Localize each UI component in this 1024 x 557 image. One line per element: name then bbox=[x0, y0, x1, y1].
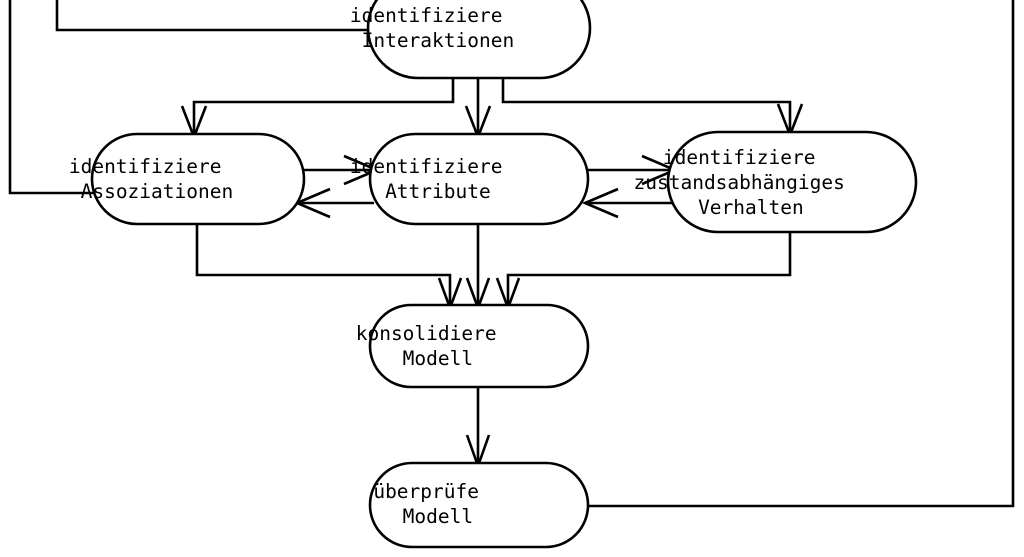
node-identifiziere-assoziationen[interactable]: identifiziere Assoziationen bbox=[69, 132, 327, 226]
node-label-assoziationen: identifiziere Assoziationen bbox=[69, 155, 327, 203]
edge-assoziationen-to-konsolidiere bbox=[195, 224, 452, 305]
node-label-line-1: identifiziere bbox=[350, 4, 503, 27]
node-shape-verhalten bbox=[666, 130, 918, 234]
node-label-line-1: identifiziere bbox=[69, 155, 222, 178]
node-label-ueberpruefe: überprüfe Modell bbox=[373, 480, 584, 528]
node-label-verhalten: identifiziere zustandsabhängiges Verhalt… bbox=[634, 146, 951, 219]
edge-feedback-into-assoziationen bbox=[8, 0, 98, 195]
node-ueberpruefe-modell[interactable]: überprüfe Modell bbox=[368, 461, 590, 549]
node-label-line-1: identifiziere bbox=[663, 146, 816, 169]
node-label-line-1: überprüfe bbox=[373, 480, 479, 503]
node-konsolidiere-modell[interactable]: konsolidiere Modell bbox=[356, 303, 603, 389]
arrowhead-verhalten-to-attribute bbox=[581, 187, 619, 219]
node-label-line-1: konsolidiere bbox=[356, 322, 497, 345]
node-label-line-1: identifiziere bbox=[350, 155, 503, 178]
node-label-line-2: Modell bbox=[403, 505, 473, 528]
node-label-line-2: Interaktionen bbox=[362, 29, 515, 52]
node-label-line-3: Verhalten bbox=[698, 196, 804, 219]
node-shape-konsolidiere bbox=[368, 303, 590, 389]
node-label-line-2: Attribute bbox=[385, 180, 491, 203]
edge-verhalten-to-konsolidiere bbox=[506, 232, 792, 305]
node-label-line-2: Modell bbox=[403, 347, 473, 370]
edge-interaktionen-feedback-out bbox=[55, 0, 368, 32]
node-identifiziere-zustandsabhaengiges-verhalten[interactable]: identifiziere zustandsabhängiges Verhalt… bbox=[634, 130, 951, 234]
node-identifiziere-interaktionen[interactable]: identifiziere Interaktionen bbox=[350, 0, 608, 80]
node-shape-attribute bbox=[368, 132, 590, 226]
node-label-attribute: identifiziere Attribute bbox=[350, 155, 608, 203]
edge-ueberpruefe-feedback-right bbox=[588, 0, 1015, 508]
node-shape-assoziationen bbox=[90, 132, 306, 226]
node-shape-ueberpruefe bbox=[368, 461, 590, 549]
edge-interaktionen-to-verhalten bbox=[501, 78, 792, 132]
node-label-interaktionen: identifiziere Interaktionen bbox=[350, 4, 608, 52]
edge-interaktionen-to-assoziationen bbox=[192, 78, 455, 134]
node-shape-interaktionen bbox=[366, 0, 592, 80]
node-label-konsolidiere: konsolidiere Modell bbox=[356, 322, 603, 370]
node-identifiziere-attribute[interactable]: identifiziere Attribute bbox=[350, 132, 608, 226]
node-label-line-2: Assoziationen bbox=[81, 180, 234, 203]
node-label-line-2: zustandsabhängiges bbox=[634, 171, 845, 194]
